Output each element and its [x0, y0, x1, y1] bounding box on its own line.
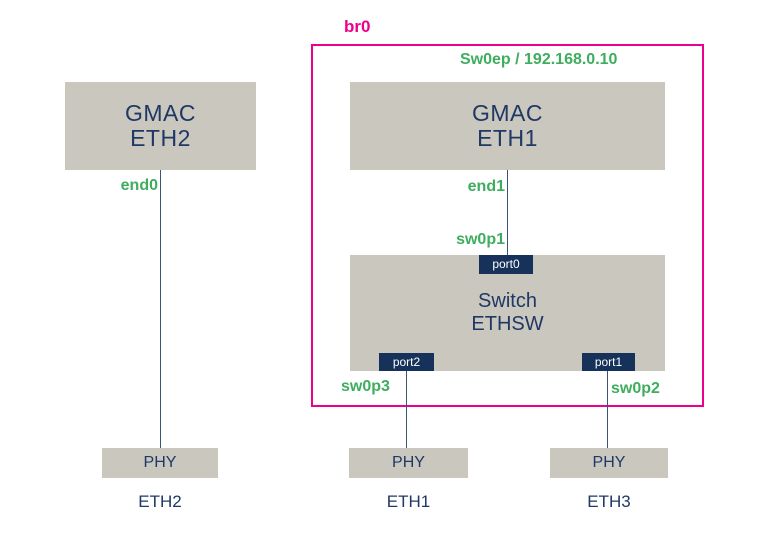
- switch-title: Switch: [478, 290, 537, 312]
- phy-eth1-box: PHY: [349, 448, 468, 478]
- switch-subtitle: ETHSW: [471, 313, 544, 335]
- switch-port2-chip: port2: [379, 353, 434, 371]
- bridge-endpoint-ip-label: Sw0ep / 192.168.0.10: [460, 51, 618, 68]
- interface-sw0p1-label: sw0p1: [456, 231, 505, 248]
- phy-eth2-box: PHY: [102, 448, 218, 478]
- interface-sw0p3-label: sw0p3: [341, 378, 390, 395]
- interface-end1-label: end1: [467, 178, 505, 195]
- gmac-eth2-title: GMAC: [125, 100, 196, 126]
- gmac-eth1-box: GMAC ETH1: [350, 82, 665, 170]
- caption-eth1: ETH1: [386, 492, 431, 511]
- phy-eth3-label: PHY: [592, 454, 626, 471]
- caption-eth2: ETH2: [138, 492, 182, 511]
- phy-eth3-box: PHY: [550, 448, 668, 478]
- gmac-eth1-subtitle: ETH1: [477, 125, 538, 151]
- gmac-eth1-title: GMAC: [472, 100, 543, 126]
- caption-eth3: ETH3: [587, 492, 631, 511]
- interface-sw0p2-label: sw0p2: [611, 380, 660, 397]
- connector-gmac-eth2-to-phy: [160, 170, 161, 448]
- gmac-eth2-box: GMAC ETH2: [65, 82, 256, 170]
- gmac-eth2-subtitle: ETH2: [130, 125, 191, 151]
- bridge-br0-label: br0: [344, 17, 371, 36]
- switch-ethsw-box: Switch ETHSW: [350, 255, 665, 371]
- phy-eth1-label: PHY: [392, 454, 425, 471]
- interface-end0-label: end0: [120, 177, 158, 194]
- switch-port1-chip: port1: [582, 353, 635, 371]
- switch-port0-chip: port0: [479, 255, 533, 274]
- bridge-br0-boundary: [311, 44, 704, 407]
- phy-eth2-label: PHY: [143, 454, 177, 471]
- connector-port1-to-phy: [607, 371, 608, 449]
- connector-port2-to-phy: [406, 371, 407, 448]
- connector-gmac-eth1-to-port0: [507, 170, 508, 255]
